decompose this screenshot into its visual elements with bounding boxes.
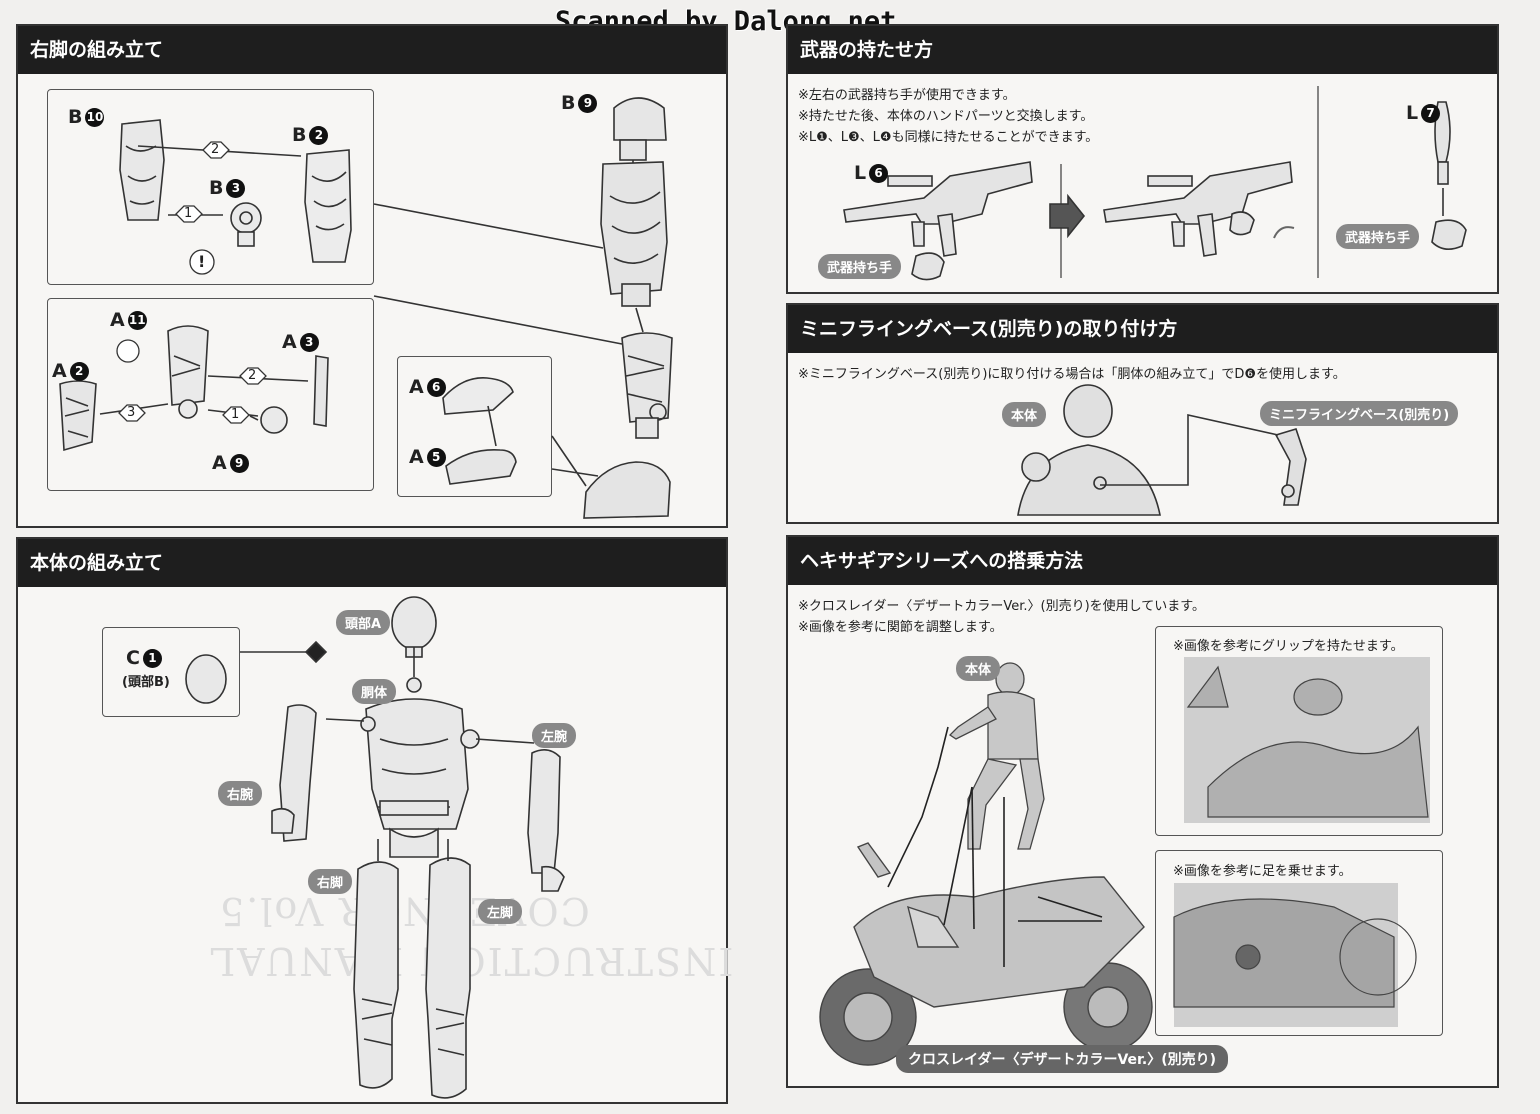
flying-base-panel: ミニフライングベース(別売り)の取り付け方 ※ミニフライングベース(別売り)に取… [786,303,1499,524]
c1-subpanel [102,627,240,717]
weapon-hand-label-2: 武器持ち手 [1336,224,1420,249]
weapons-title: 武器の持たせ方 [788,26,1497,74]
part-b9-cap [613,97,667,141]
hexa-gear-note-2: ※画像を参考に関節を調整します。 [798,620,1003,635]
rifle-l6-with-hand [1103,161,1293,225]
shoe-subpanel [397,356,552,497]
lower-leg-subpanel [47,298,374,491]
foot-detail-box [1155,850,1443,1036]
assembled-thigh [600,161,668,295]
weapon-hand-2 [1431,219,1467,250]
flying-base-title: ミニフライングベース(別売り)の取り付け方 [788,305,1497,353]
hexa-gear-panel: ヘキサギアシリーズへの搭乗方法 ※クロスレイダー〈デザートカラーVer.〉(別売… [786,535,1499,1088]
weapons-note-3: ※L❶、L❸、L❹も同様に持たせることができます。 [798,130,1099,145]
connector-diamond-icon [304,640,328,664]
step-3-marker [118,404,146,422]
step-2-marker [202,141,230,159]
label-head-a: 頭部A [336,610,391,635]
part-left-leg [425,857,471,1099]
weapons-note-1: ※左右の武器持ち手が使用できます。 [798,88,1016,103]
body-assembly-title: 本体の組み立て [18,539,726,587]
part-c1-head [185,654,227,704]
label-right-arm: 右腕 [218,781,263,806]
upper-leg-subpanel [47,89,374,285]
part-right-leg [353,861,399,1089]
step-1-marker [175,205,203,223]
flying-base-base-label: ミニフライングベース(別売り) [1260,401,1459,426]
label-left-arm: 左腕 [532,723,577,748]
step-2b-marker [239,367,267,385]
step-label-3: 3 [127,405,136,420]
figure-torso-back [1017,444,1161,516]
assembled-shoe [583,461,671,519]
right-leg-panel: 右脚の組み立て [16,24,728,528]
hexa-body-label: 本体 [956,656,1001,681]
part-head-a [391,596,437,650]
warning-icon [189,249,215,275]
part-a9-ball [260,406,288,434]
right-leg-title: 右脚の組み立て [18,26,726,74]
warning-text: ! [198,252,206,271]
label-left-leg: 左脚 [478,899,523,924]
step-label-1: 1 [184,206,193,221]
step-1b-marker [222,406,250,424]
flying-base-arm [1274,428,1307,506]
hexa-gear-title: ヘキサギアシリーズへの搭乗方法 [788,537,1497,585]
grip-note: ※画像を参考にグリップを持たせます。 [1173,639,1404,654]
hexa-gear-note-1: ※クロスレイダー〈デザートカラーVer.〉(別売り)を使用しています。 [798,599,1205,614]
rider-torso [987,691,1039,760]
grip-detail-box [1155,626,1443,836]
hexa-gear-illustration [819,657,1430,1066]
weapons-illustration [843,86,1467,281]
flying-base-body-label: 本体 [1002,402,1047,427]
weapon-hand-label-1: 武器持ち手 [818,254,902,279]
weapons-note-2: ※持たせた後、本体のハンドパーツと交換します。 [798,109,1094,124]
step-label-2: 2 [211,142,220,157]
label-c1-sub: (頭部B) [122,675,170,690]
step-label-1b: 1 [231,407,240,422]
weapon-hand-1 [911,252,945,281]
rotate-icon [1273,226,1295,239]
foot-note: ※画像を参考に足を乗せます。 [1173,864,1352,879]
rider-leg [967,758,1018,850]
step-label-2b: 2 [248,368,257,383]
part-a6-shoe-top [442,377,514,415]
flying-base-note: ※ミニフライングベース(別売り)に取り付ける場合は「胴体の組み立て」でD❻を使用… [798,367,1346,382]
rifle-l6 [843,161,1033,225]
arrow-right-icon [1049,193,1086,239]
part-a3-rod [313,355,329,427]
part-left-arm [527,749,561,874]
part-b10-thigh [119,119,165,221]
figure-head-back [1063,384,1113,438]
assembled-shin [621,332,673,423]
knee-icon [116,339,140,363]
part-a5-sole [445,449,517,485]
rider-head [995,662,1025,696]
label-right-leg: 右脚 [308,869,353,894]
bike-label: クロスレイダー〈デザートカラーVer.〉(別売り) [896,1045,1229,1073]
part-b3-joint [230,202,262,234]
label-torso: 胴体 [352,679,397,704]
weapons-panel: 武器の持たせ方 ※左右の武器持ち手が使用できます。 ※持たせた後、本体のハンドパ… [786,24,1499,294]
flying-base-illustration [1017,384,1307,516]
bike-body [853,876,1145,1008]
part-a11-knee [167,325,209,406]
part-right-arm [279,704,317,842]
right-leg-illustration [59,97,673,519]
body-illustration [185,596,565,1099]
